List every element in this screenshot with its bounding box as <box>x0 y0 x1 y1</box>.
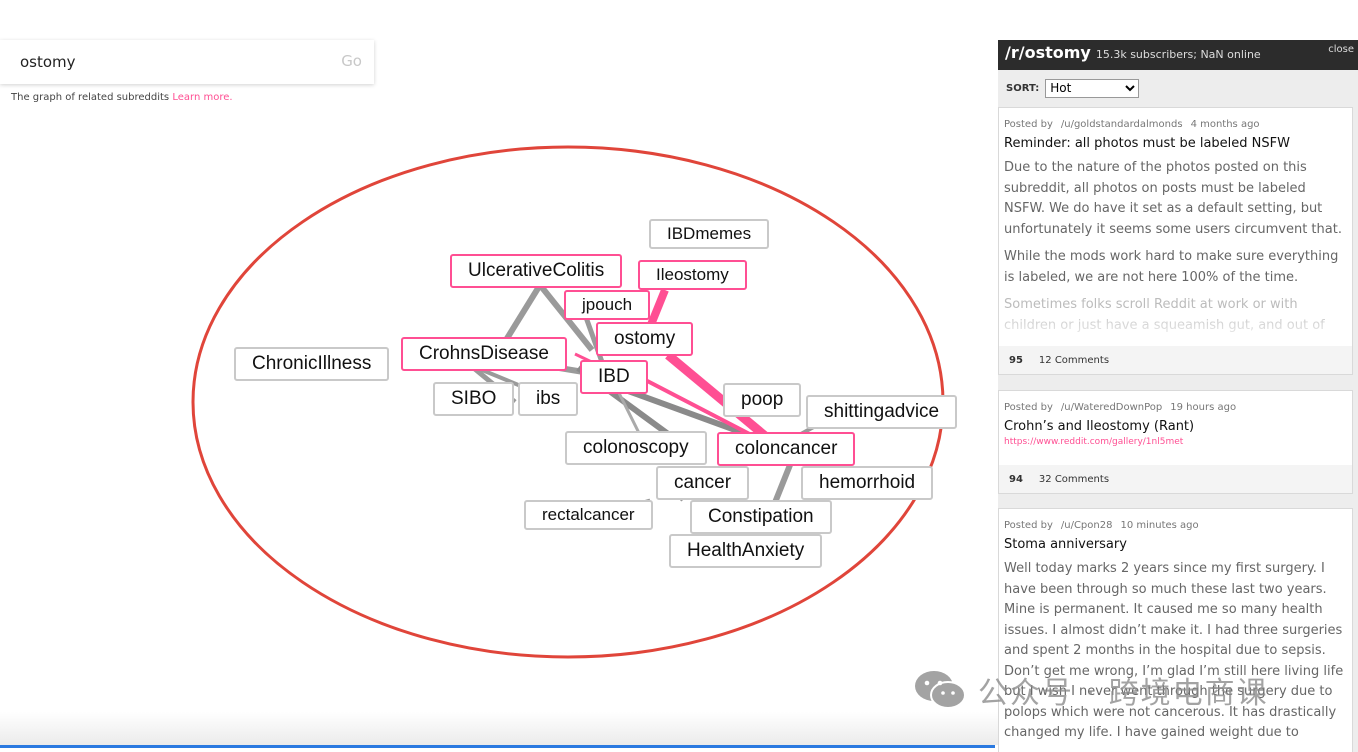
node-ileostomy[interactable]: Ileostomy <box>638 260 747 290</box>
post-score: 94 <box>1009 473 1023 485</box>
sort-row: SORT: Hot <box>998 70 1358 106</box>
posted-by-label: Posted by <box>1004 520 1053 531</box>
edge <box>665 351 773 444</box>
bottom-progress-bar <box>0 745 995 748</box>
subreddit-graph: IBDmemes UlcerativeColitis Ileostomy jpo… <box>190 140 958 670</box>
node-ostomy[interactable]: ostomy <box>596 322 694 356</box>
node-sibo[interactable]: SIBO <box>433 382 515 416</box>
learn-more-link[interactable]: Learn more. <box>172 92 233 103</box>
post-author[interactable]: /u/WateredDownPop <box>1060 402 1163 413</box>
post-author[interactable]: /u/goldstandardalmonds <box>1060 119 1183 130</box>
node-ibs[interactable]: ibs <box>518 382 579 416</box>
post-title[interactable]: Crohn’s and Ileostomy (Rant) <box>1004 419 1195 434</box>
node-jpouch[interactable]: jpouch <box>564 290 651 320</box>
close-button[interactable]: close <box>1328 44 1354 55</box>
wechat-icon <box>915 671 966 709</box>
node-coloncancer[interactable]: coloncancer <box>717 432 856 466</box>
node-healthanxiety[interactable]: HealthAnxiety <box>669 534 823 568</box>
post-body: Well today marks 2 years since my first … <box>999 559 1352 744</box>
watermark: 公众号 · 跨境电商课 <box>912 668 1269 712</box>
post-footer: 95 12 Comments <box>999 346 1352 374</box>
node-cancer[interactable]: cancer <box>656 466 750 500</box>
edge <box>629 370 766 444</box>
post-meta: Posted by/u/goldstandardalmonds 4 months … <box>999 108 1352 130</box>
go-button[interactable]: Go <box>341 52 362 70</box>
node-shittingadvice[interactable]: shittingadvice <box>806 395 958 429</box>
search-box: Go <box>0 40 374 84</box>
posted-by-label: Posted by <box>1004 119 1053 130</box>
sort-select[interactable]: Hot <box>1045 78 1140 98</box>
subreddit-stats: 15.3k subscribers; NaN online <box>1095 48 1261 61</box>
post-title[interactable]: Reminder: all photos must be labeled NSF… <box>1004 136 1290 151</box>
post-time: 19 hours ago <box>1170 402 1237 413</box>
post-paragraph: Well today marks 2 years since my first … <box>1004 561 1344 740</box>
post-link[interactable]: https://www.reddit.com/gallery/1nl5met <box>1004 437 1184 447</box>
node-crohnsdisease[interactable]: CrohnsDisease <box>401 337 567 371</box>
post-paragraph: Due to the nature of the photos posted o… <box>1004 160 1342 237</box>
post-comments[interactable]: 32 Comments <box>1038 473 1110 485</box>
posted-by-label: Posted by <box>1004 402 1053 413</box>
sidebar-header: /r/ostomy 15.3k subscribers; NaN online … <box>998 40 1358 70</box>
post-time: 10 minutes ago <box>1120 520 1199 531</box>
post-time: 4 months ago <box>1190 119 1260 130</box>
node-rectalcancer[interactable]: rectalcancer <box>524 500 653 530</box>
post-title[interactable]: Stoma anniversary <box>1004 537 1127 552</box>
node-poop[interactable]: poop <box>723 383 802 417</box>
subreddit-title[interactable]: /r/ostomy <box>1005 43 1091 62</box>
post-footer: 94 32 Comments <box>999 465 1352 493</box>
sort-label: SORT: <box>1006 82 1040 94</box>
post-paragraph: While the mods work hard to make sure ev… <box>1004 249 1339 285</box>
bottom-fade <box>0 712 998 745</box>
post-score: 95 <box>1009 354 1023 366</box>
post-comments[interactable]: 12 Comments <box>1038 354 1110 366</box>
node-ulcerativecolitis[interactable]: UlcerativeColitis <box>450 254 623 288</box>
node-constipation[interactable]: Constipation <box>690 500 832 534</box>
post-card[interactable]: Posted by/u/goldstandardalmonds 4 months … <box>998 107 1353 375</box>
node-colonoscopy[interactable]: colonoscopy <box>565 431 707 465</box>
post-meta: Posted by/u/WateredDownPop 19 hours ago <box>999 391 1352 413</box>
node-chronicillness[interactable]: ChronicIllness <box>234 347 390 381</box>
post-author[interactable]: /u/Cpon28 <box>1060 520 1113 531</box>
post-card[interactable]: Posted by/u/Cpon28 10 minutes ago Stoma a… <box>998 508 1353 752</box>
node-hemorrhoid[interactable]: hemorrhoid <box>801 466 934 500</box>
caption-text: The graph of related subreddits <box>11 92 173 103</box>
node-ibdmemes[interactable]: IBDmemes <box>649 219 770 249</box>
watermark-text: 公众号 · 跨境电商课 <box>978 676 1269 711</box>
post-meta: Posted by/u/Cpon28 10 minutes ago <box>999 509 1352 531</box>
node-ibd[interactable]: IBD <box>580 360 648 394</box>
post-fade <box>999 308 1352 348</box>
search-input[interactable] <box>0 42 320 82</box>
graph-caption: The graph of related subreddits Learn mo… <box>11 92 233 103</box>
post-card[interactable]: Posted by/u/WateredDownPop 19 hours ago C… <box>998 390 1353 494</box>
subreddit-sidebar: /r/ostomy 15.3k subscribers; NaN online … <box>998 40 1358 752</box>
